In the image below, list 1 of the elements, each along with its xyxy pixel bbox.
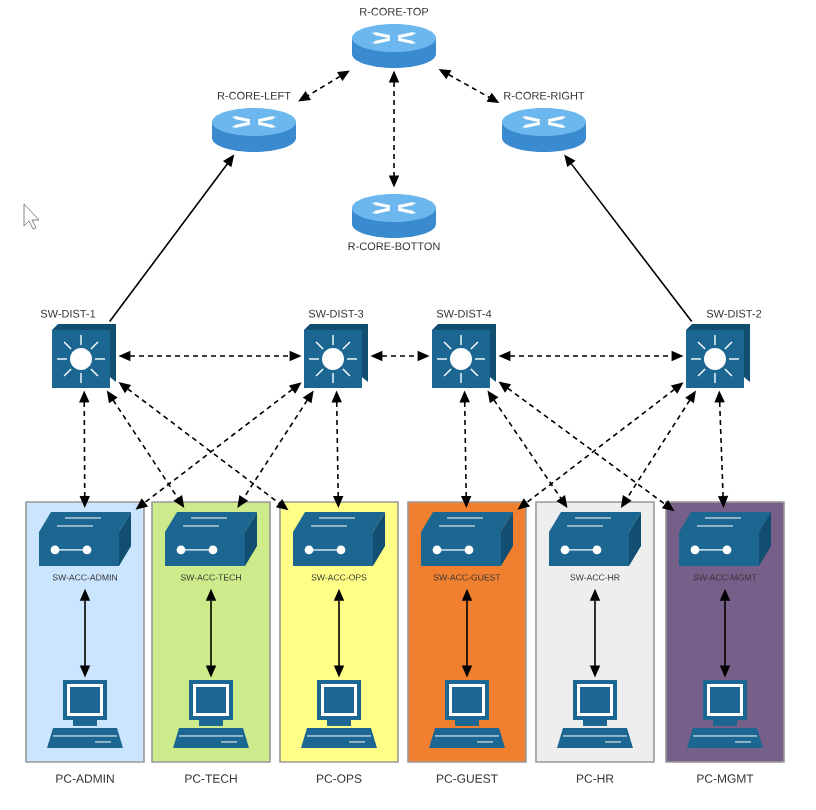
connector bbox=[298, 70, 350, 102]
